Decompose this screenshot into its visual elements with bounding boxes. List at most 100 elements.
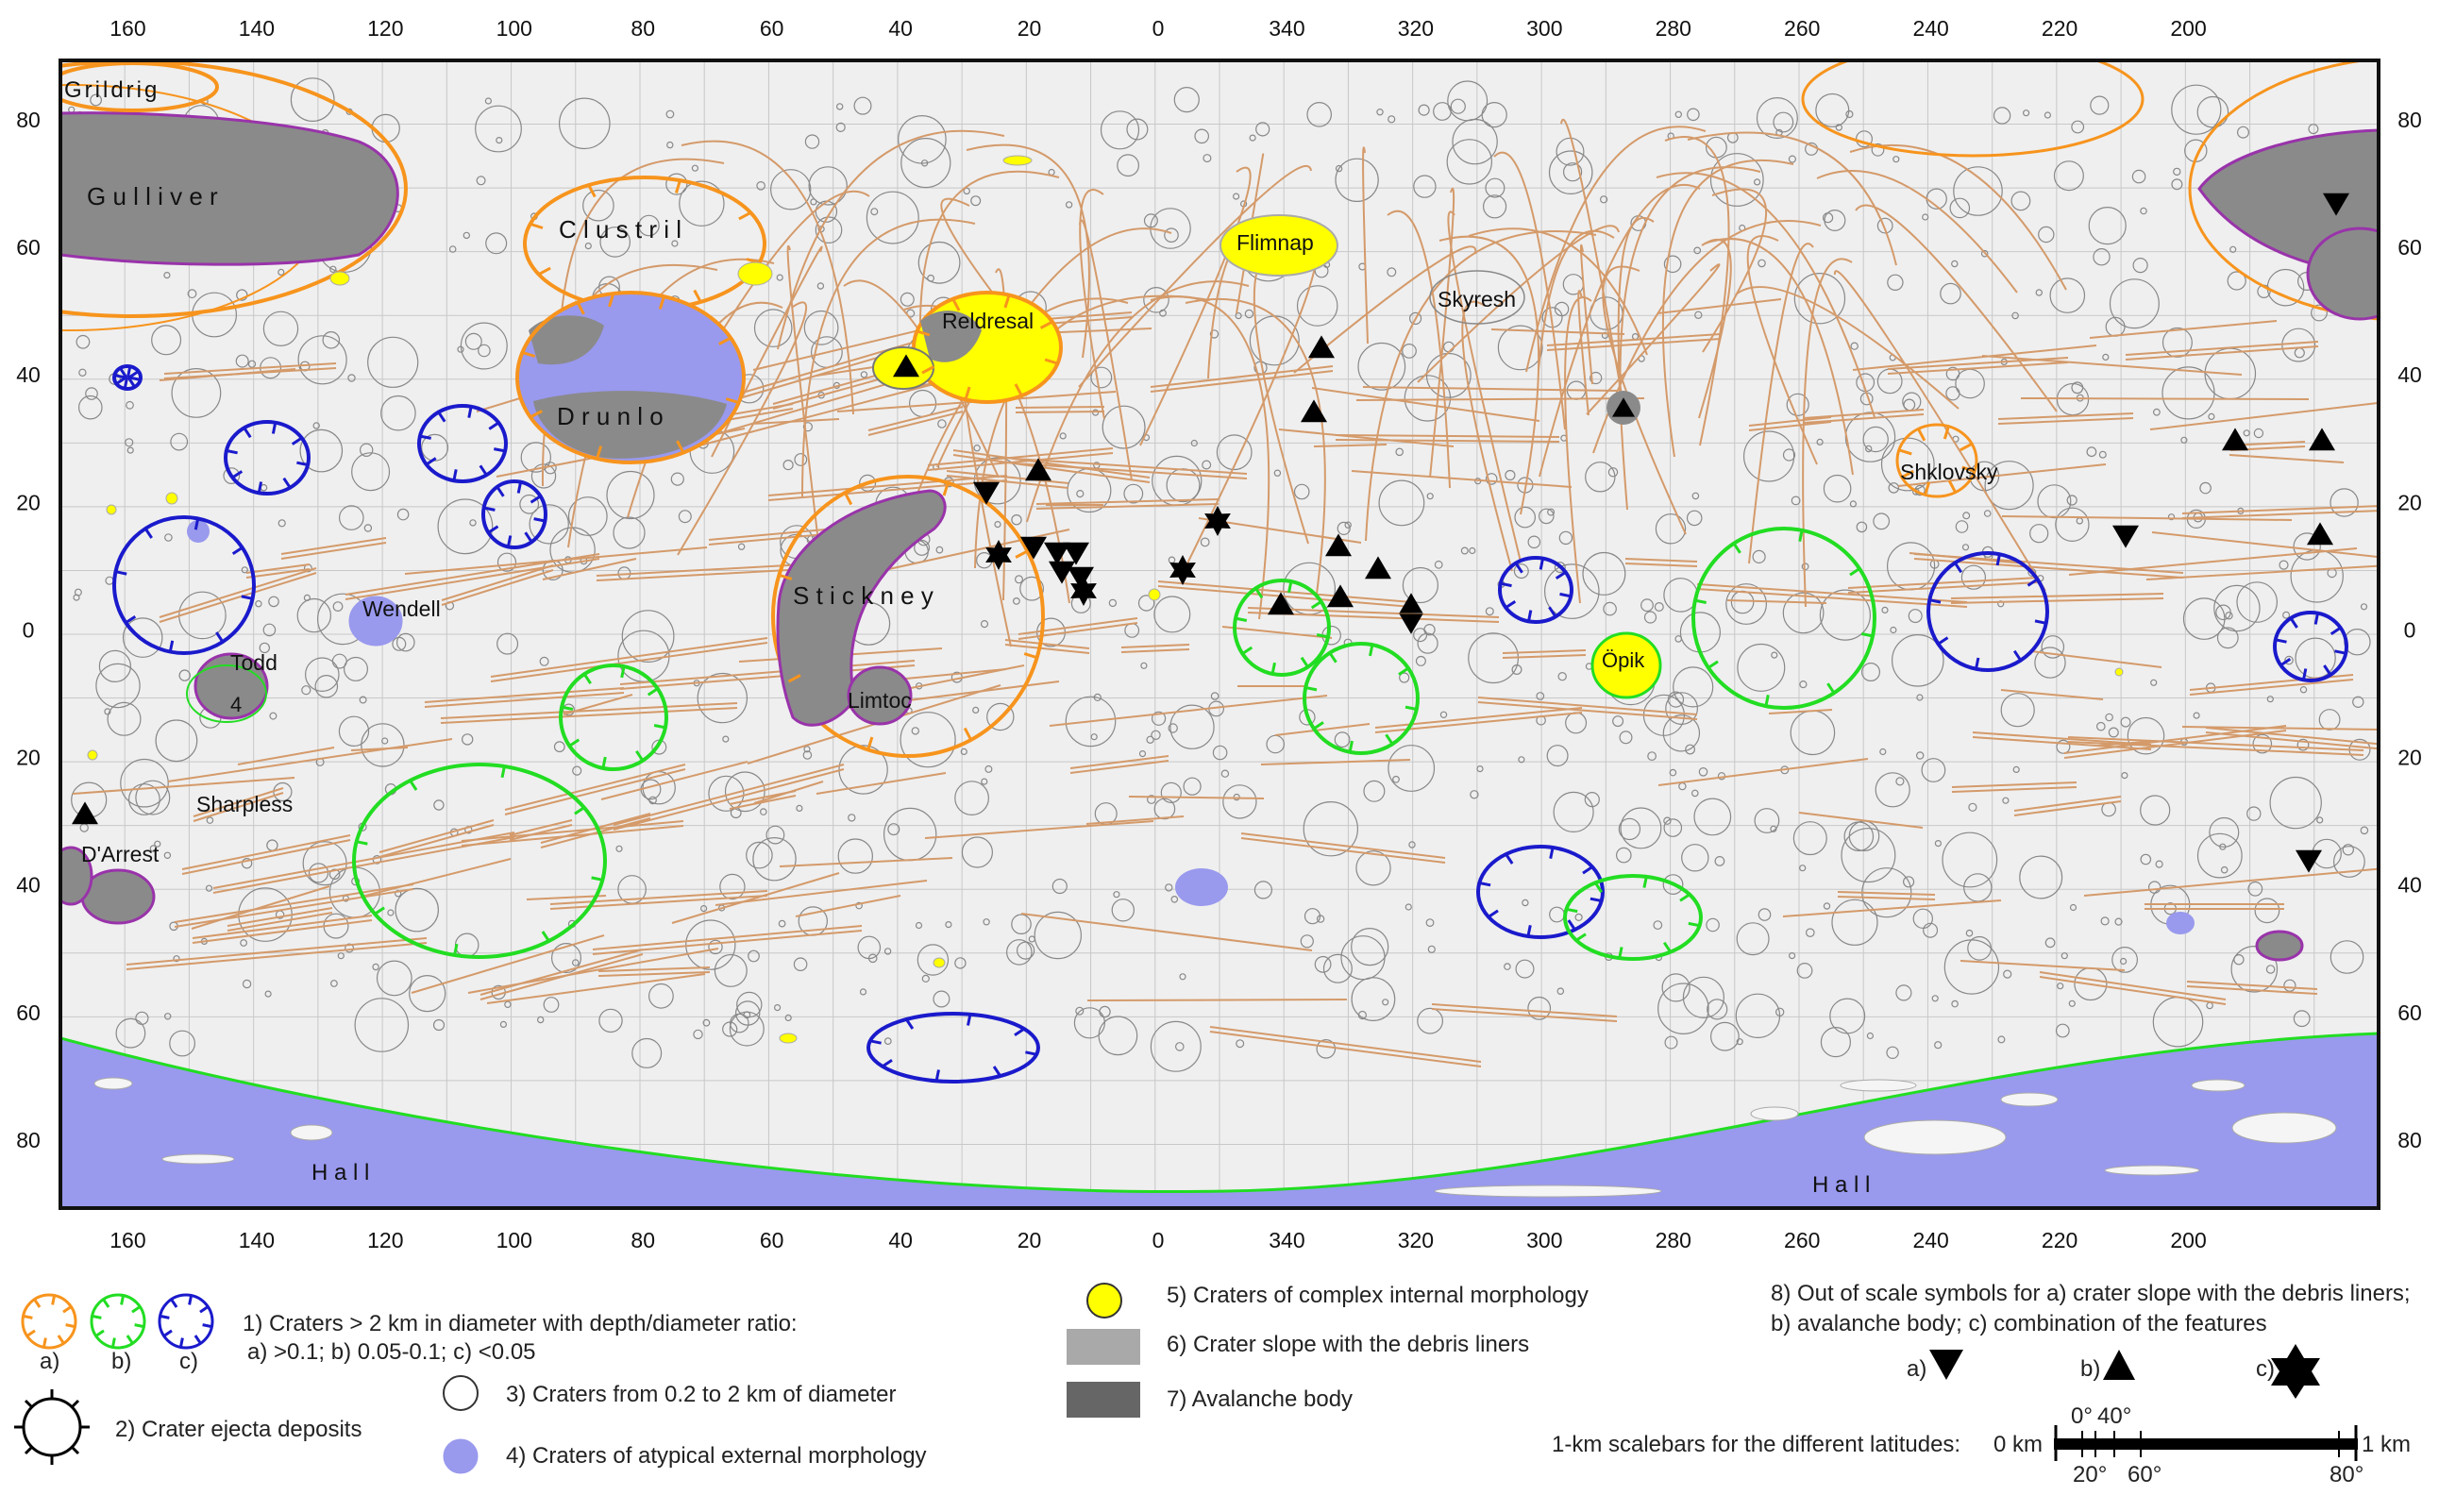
small-crater xyxy=(1337,521,1351,536)
groove xyxy=(1018,622,1138,640)
groove xyxy=(378,819,495,853)
small-crater xyxy=(2229,245,2237,253)
groove xyxy=(345,553,600,596)
small-crater xyxy=(2019,855,2063,899)
label-stickney: S t i c k n e y xyxy=(793,581,934,610)
small-crater xyxy=(857,935,882,960)
shklovsky-rim xyxy=(1895,423,1978,498)
small-crater xyxy=(460,322,508,370)
small-crater xyxy=(2096,721,2106,731)
small-crater xyxy=(1447,80,1489,122)
small-crater xyxy=(363,524,373,532)
depth-ratio-crater xyxy=(1563,874,1703,961)
small-crater xyxy=(126,400,134,410)
small-crater xyxy=(1515,959,1535,979)
small-crater xyxy=(1434,560,1443,569)
small-crater xyxy=(1673,666,1714,708)
groove xyxy=(1617,216,1655,511)
groove xyxy=(1078,164,1312,388)
small-crater xyxy=(1363,780,1386,802)
groove xyxy=(1335,434,1560,438)
groove xyxy=(816,772,947,795)
groove xyxy=(2125,341,2319,356)
groove xyxy=(952,449,1151,479)
small-crater xyxy=(836,103,844,110)
groove xyxy=(461,825,684,847)
groove xyxy=(2089,320,2278,339)
small-crater xyxy=(205,884,213,892)
small-crater xyxy=(1674,110,1683,119)
small-crater xyxy=(853,96,872,115)
small-crater xyxy=(937,419,947,428)
small-crater xyxy=(1273,469,1282,477)
small-crater xyxy=(387,909,395,916)
groove xyxy=(1355,397,1645,401)
groove xyxy=(227,907,333,927)
groove xyxy=(549,890,768,905)
groove xyxy=(1139,166,1252,446)
small-crater xyxy=(1888,482,1900,494)
small-crater xyxy=(2049,277,2086,313)
groove xyxy=(1726,599,1827,604)
small-crater xyxy=(2332,846,2365,878)
small-crater xyxy=(2100,916,2110,926)
small-crater xyxy=(2140,853,2152,865)
small-crater xyxy=(1654,601,1664,612)
small-crater xyxy=(163,851,172,860)
lat-label-left: 20 xyxy=(16,490,41,514)
small-crater xyxy=(2041,635,2065,659)
small-crater xyxy=(722,1021,738,1037)
small-crater xyxy=(1169,704,1215,749)
small-crater xyxy=(149,845,158,852)
small-crater xyxy=(1866,1032,1875,1040)
groove xyxy=(1157,585,1413,608)
small-crater xyxy=(2061,952,2068,960)
small-crater xyxy=(1753,178,1761,186)
small-crater xyxy=(433,799,445,811)
groove xyxy=(1837,896,1936,900)
small-crater xyxy=(1693,798,1732,836)
depth-ratio-crater xyxy=(112,364,143,391)
small-crater xyxy=(127,783,160,815)
debris-liner-symbol xyxy=(1049,561,1075,584)
small-crater xyxy=(1123,483,1144,504)
small-crater xyxy=(1378,479,1425,527)
lon-label-top: 140 xyxy=(239,16,275,41)
small-crater xyxy=(1344,521,1352,529)
small-crater xyxy=(1404,375,1452,422)
groove xyxy=(2205,727,2379,746)
small-crater xyxy=(421,433,449,462)
small-complex-craters xyxy=(87,155,2124,1044)
small-crater xyxy=(1791,496,1801,506)
legend-debris-liners-symbol xyxy=(1929,1350,1963,1380)
lon-label-top: 160 xyxy=(109,16,145,41)
small-crater xyxy=(2012,765,2020,774)
small-crater xyxy=(1662,714,1701,752)
depth-ratio-crater xyxy=(559,664,668,771)
small-crater xyxy=(1951,260,1959,268)
groove xyxy=(2063,725,2287,754)
small-crater xyxy=(1849,500,1858,508)
small-crater xyxy=(1357,342,1406,391)
depth-ratio-crater xyxy=(866,1012,1040,1084)
depth-ratio-crater xyxy=(112,515,256,655)
small-crater xyxy=(835,122,846,132)
small-crater xyxy=(2293,532,2321,561)
small-crater xyxy=(685,919,736,970)
groove xyxy=(1447,210,1522,563)
groove xyxy=(1997,412,2134,420)
small-crater xyxy=(2161,366,2215,420)
small-crater xyxy=(236,289,248,301)
groove xyxy=(1335,439,1560,443)
small-crater xyxy=(571,959,580,966)
lon-label-top: 60 xyxy=(760,16,784,41)
lon-label-bottom: 320 xyxy=(1398,1228,1434,1252)
small-crater xyxy=(1388,115,1396,124)
orange-rim-ticks xyxy=(778,482,1038,750)
small-crater xyxy=(1707,999,1728,1020)
small-crater xyxy=(1194,128,1209,144)
groove xyxy=(1069,755,1169,769)
small-crater xyxy=(2120,957,2128,966)
small-crater xyxy=(259,642,270,654)
gulliver-avalanche xyxy=(60,111,399,266)
